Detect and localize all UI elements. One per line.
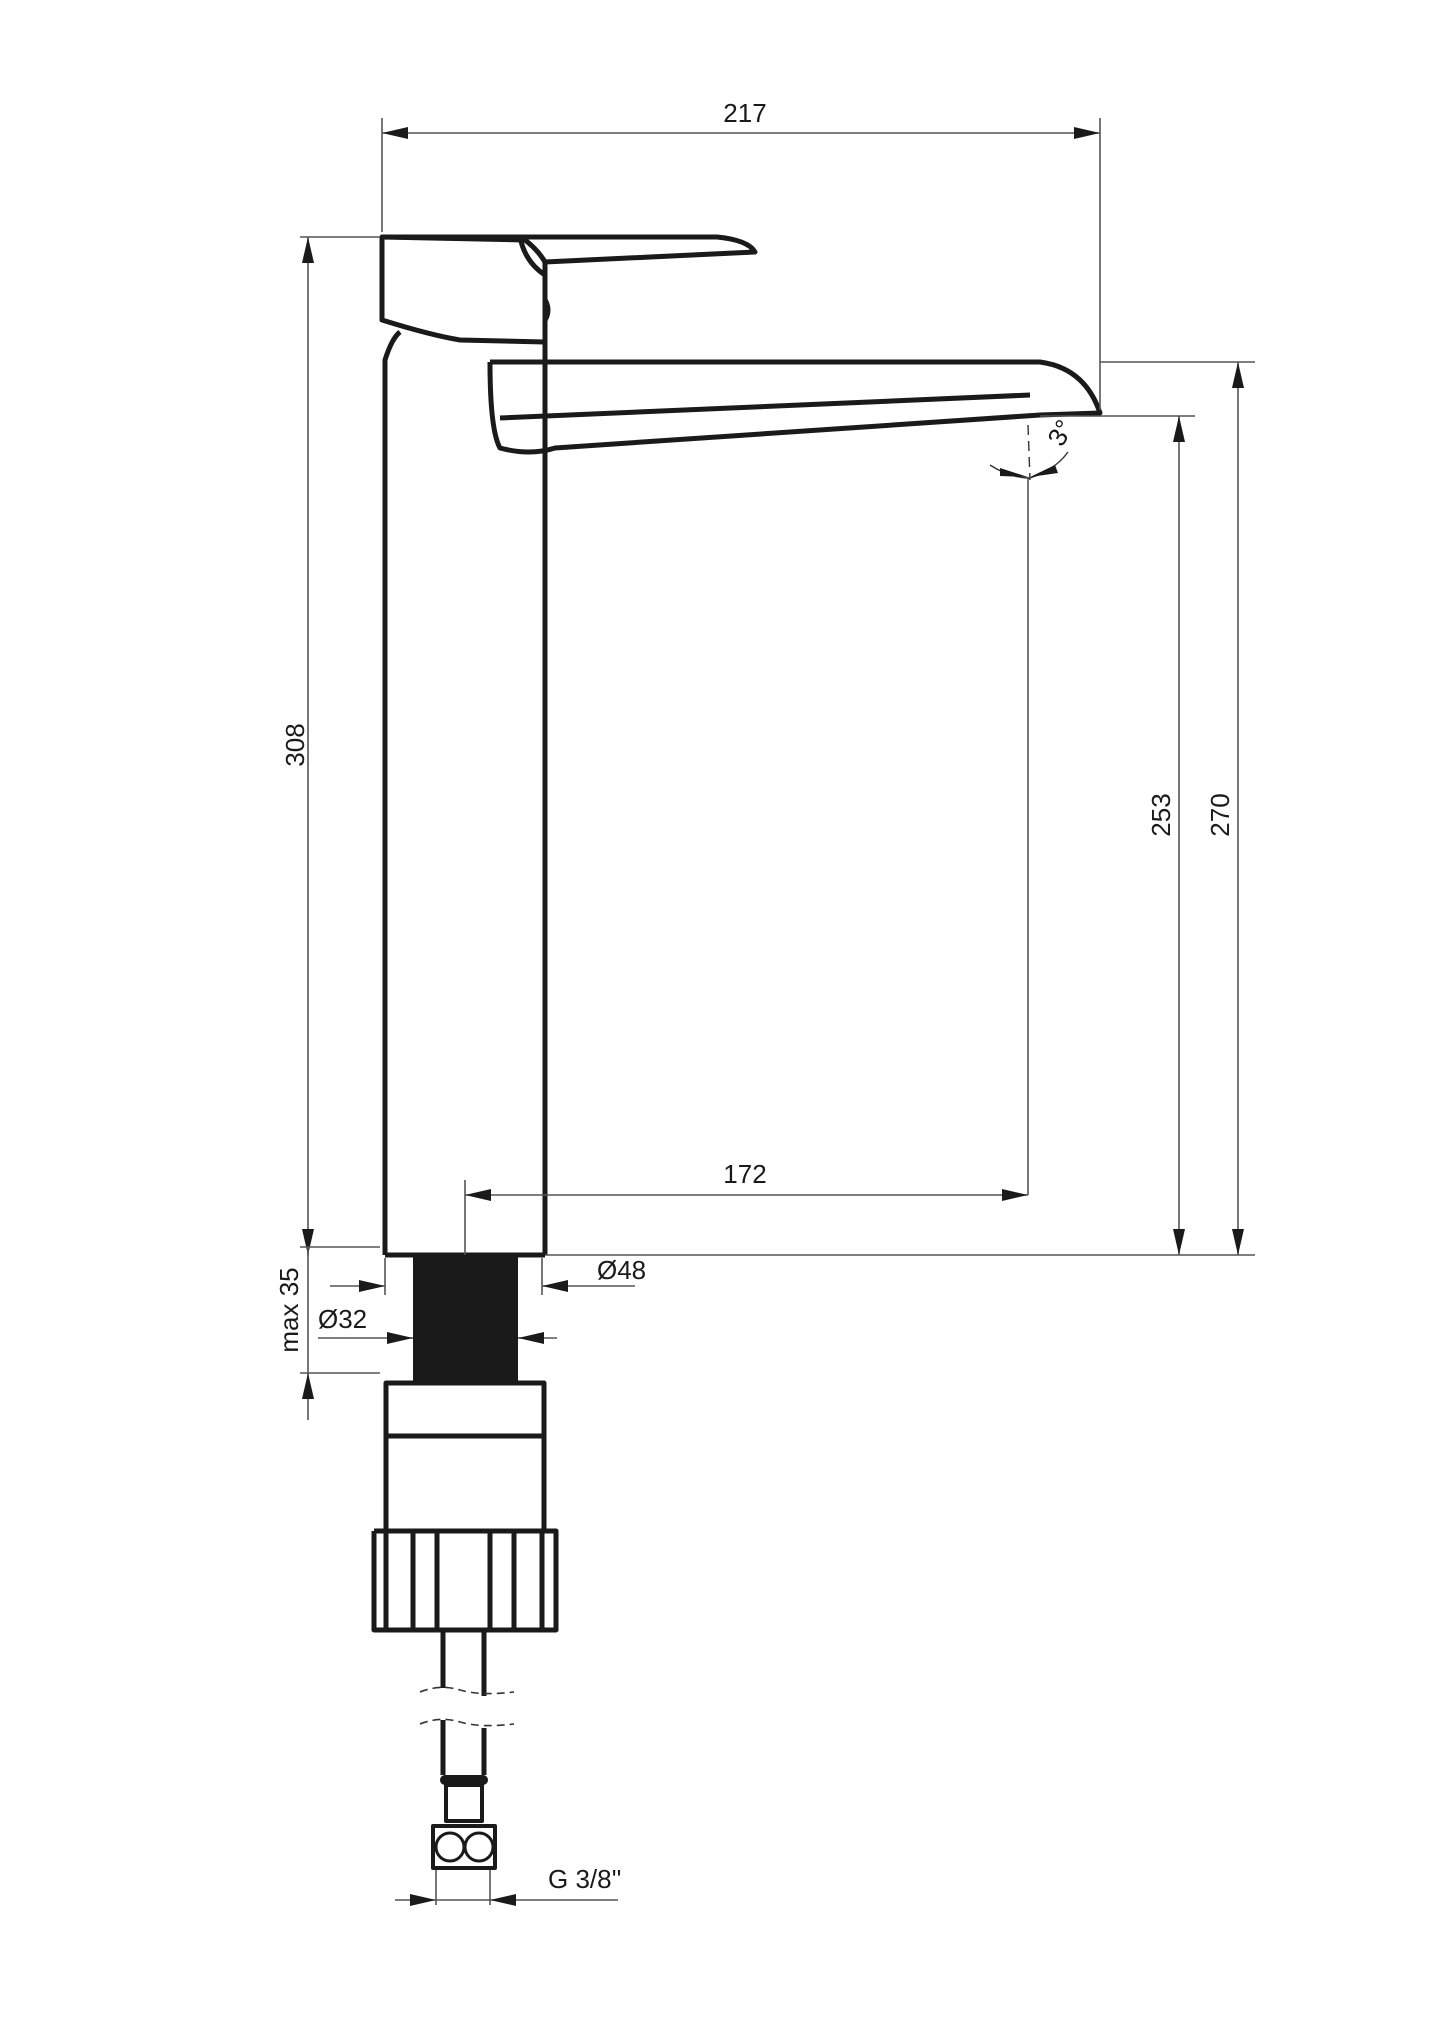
height-253-label: 253 bbox=[1146, 793, 1176, 836]
reach-172-label: 172 bbox=[723, 1159, 766, 1189]
fixing-assembly bbox=[371, 1380, 559, 1870]
tap-outline bbox=[379, 234, 1103, 1258]
diameter-32-label: Ø32 bbox=[318, 1304, 367, 1334]
max-35-label: max 35 bbox=[274, 1267, 304, 1352]
angle-3-label: 3° bbox=[1041, 414, 1079, 451]
diameter-48-label: Ø48 bbox=[597, 1255, 646, 1285]
height-270-label: 270 bbox=[1205, 793, 1235, 836]
width-217-label: 217 bbox=[723, 98, 766, 128]
threaded-stem bbox=[413, 1255, 518, 1383]
hose-thread-label: G 3/8'' bbox=[548, 1864, 622, 1894]
dimension-lines bbox=[300, 118, 1255, 1906]
height-308-label: 308 bbox=[280, 723, 310, 766]
